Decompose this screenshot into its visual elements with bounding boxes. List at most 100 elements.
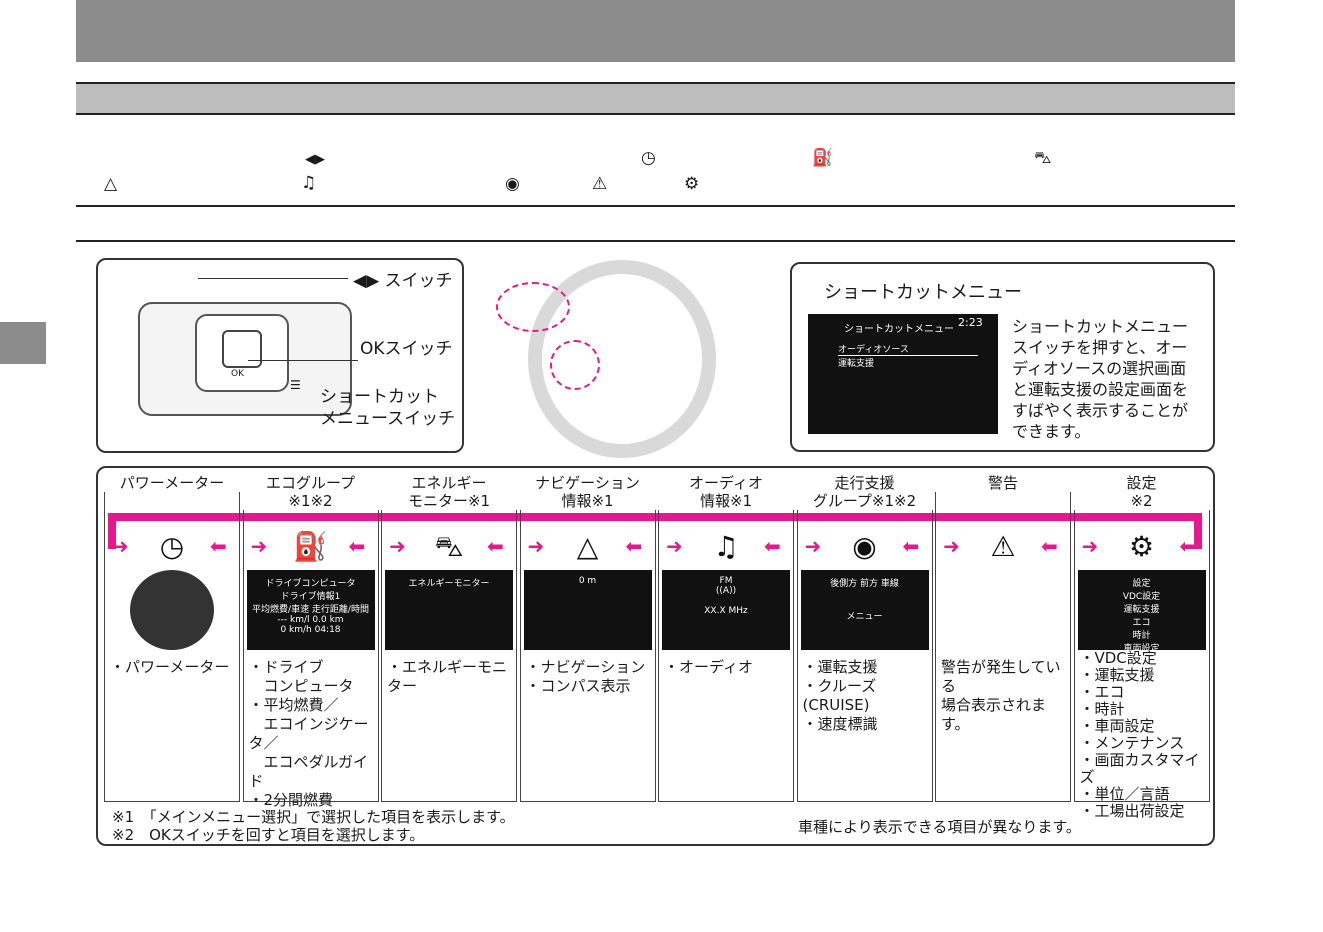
- column-description: ・ナビゲーション ・コンパス表示: [525, 658, 646, 695]
- switch-highlight: [550, 340, 600, 390]
- column-icon: △: [576, 530, 599, 563]
- column-heading: 走行支援グループ※1※2: [796, 474, 933, 510]
- column-heading-line-2: ※1※2: [288, 492, 333, 510]
- steering-switch-cluster: OK ☰: [138, 302, 352, 416]
- column-heading: エコグループ※1※2: [242, 474, 379, 510]
- side-tab: [0, 322, 46, 364]
- power-meter-icon: ◷: [641, 148, 656, 168]
- column-icon: ◷: [159, 530, 185, 563]
- column-heading-line-2: モニター※1: [407, 492, 491, 510]
- steering-wheel-illustration: [478, 250, 778, 458]
- column-icon: ⛍: [434, 530, 464, 563]
- arrow-right-icon: ➜: [1081, 534, 1099, 558]
- footnote-1: ※1 「メインメニュー選択」で選択した項目を表示します。: [112, 808, 515, 826]
- arrow-right-icon: ➜: [250, 534, 268, 558]
- lr-switch-label: ◀▶ スイッチ: [353, 271, 453, 291]
- ok-switch-label: OKスイッチ: [360, 339, 453, 359]
- column-heading-line-2: 情報※1: [699, 492, 753, 510]
- divider: [76, 205, 1235, 207]
- column-screen: 0 m: [523, 570, 652, 650]
- section-header-bar: [76, 82, 1235, 115]
- shortcut-switch-label-2: メニュースイッチ: [320, 409, 456, 429]
- shortcut-menu-switch-icon[interactable]: ☰: [290, 378, 301, 392]
- leader-line: [248, 360, 358, 361]
- column-heading: パワーメーター: [104, 474, 240, 492]
- column-heading-line-1: パワーメーター: [119, 474, 225, 492]
- column-screen: ドライブコンピュータ ドライブ情報1 平均燃費/車速 走行距離/時間 --- k…: [246, 570, 375, 650]
- column-heading-line-1: エコグループ: [265, 474, 356, 492]
- column-heading: エネルギーモニター※1: [381, 474, 517, 510]
- warning-icon: ⚠: [592, 174, 608, 194]
- column-heading-line-2: 情報※1: [561, 492, 614, 510]
- column-screen: 後側方 前方 車線 メニュー: [800, 570, 929, 650]
- shortcut-description: ショートカットメニュー スイッチを押すと、オー ディオソースの選択画面 と運転支…: [1012, 317, 1189, 441]
- column-icon: ⚠: [990, 530, 1016, 563]
- arrow-left-icon: ⬅: [625, 534, 643, 558]
- column-screen: 設定 VDC設定 運転支援 エコ 時計 車両設定 メンテナンス: [1077, 570, 1206, 650]
- arrow-left-icon: ⬅: [764, 534, 781, 558]
- column-heading-line-1: ナビゲーション: [535, 474, 640, 492]
- column-heading: 警告: [935, 474, 1071, 492]
- column-heading-line-1: エネルギー: [411, 474, 487, 492]
- column-heading: 設定※2: [1073, 474, 1210, 510]
- leader-line: [198, 278, 348, 279]
- arrow-right-icon: ➜: [389, 534, 406, 558]
- column-heading-line-1: オーディオ: [689, 474, 763, 492]
- column-screen: エネルギーモニター: [385, 570, 513, 650]
- arrow-left-icon: ⬅: [348, 534, 366, 558]
- footnote-right: 車種により表示できる項目が異なります。: [798, 818, 1081, 836]
- screen-item: 運転支援: [838, 359, 875, 369]
- arrow-left-icon: ⬅: [902, 534, 920, 558]
- column-heading: ナビゲーション情報※1: [519, 474, 656, 510]
- shortcut-menu-title: ショートカットメニュー: [824, 282, 1022, 303]
- column-description: 警告が発生している 場合表示されます。: [941, 658, 1061, 733]
- screen-title: ショートカットメニュー: [844, 324, 954, 335]
- arrow-right-icon: ➜: [943, 534, 960, 558]
- eco-icon: ⛽: [812, 148, 834, 168]
- shortcut-menu-panel: ショートカットメニュー ショートカットメニュー 2:23 オーディオソース 運転…: [790, 262, 1215, 452]
- column-screen: FM ((A)) XX.X MHz: [662, 570, 790, 650]
- navigation-icon: △: [104, 174, 118, 194]
- column-heading-line-1: 設定: [1126, 474, 1157, 492]
- column-heading-line-1: 走行支援: [834, 474, 895, 492]
- display-highlight: [496, 282, 570, 332]
- arrow-left-icon: ⬅: [210, 534, 227, 558]
- lr-switch-icon: ◀▶: [305, 152, 325, 167]
- audio-icon: ♫: [301, 173, 317, 193]
- column-icon: ⚙: [1128, 530, 1155, 563]
- column-icon: ⛽: [293, 530, 328, 563]
- column-description: ・運転支援 ・クルーズ (CRUISE) ・速度標識: [802, 658, 878, 733]
- column-description: ・パワーメーター: [110, 658, 230, 676]
- ok-switch[interactable]: [222, 330, 262, 368]
- column-icon: ◉: [852, 530, 877, 563]
- column-description: ・ドライブ コンピュータ ・平均燃費／ エコインジケータ／ エコペダルガイド ・…: [248, 658, 369, 809]
- footnote-2: ※2 OKスイッチを回すと項目を選択します。: [112, 826, 425, 844]
- screen-time: 2:23: [958, 316, 983, 329]
- ok-switch-housing: OK: [195, 314, 289, 392]
- page-header-bar: [76, 0, 1235, 62]
- arrow-right-icon: ➜: [527, 534, 545, 558]
- column-icon: ♫: [713, 530, 739, 563]
- arrow-right-icon: ➜: [666, 534, 683, 558]
- column-heading-line-2: ※2: [1130, 492, 1153, 510]
- column-description: ・エネルギーモニター: [387, 658, 508, 695]
- column-description: ・オーディオ: [664, 658, 753, 676]
- switch-panel: OK ☰ ◀▶ スイッチ OKスイッチ ショートカット メニュースイッチ: [96, 258, 464, 453]
- shortcut-switch-label-1: ショートカット: [320, 387, 439, 407]
- arrow-right-icon: ➜: [112, 534, 129, 558]
- shortcut-screen: ショートカットメニュー 2:23 オーディオソース 運転支援: [808, 314, 998, 434]
- arrow-left-icon: ⬅: [1041, 534, 1058, 558]
- arrow-left-icon: ⬅: [1179, 534, 1197, 558]
- column-screen: [130, 570, 214, 650]
- column-heading: オーディオ情報※1: [658, 474, 794, 510]
- arrow-right-icon: ➜: [804, 534, 822, 558]
- ok-button-label: OK: [231, 369, 244, 379]
- column-heading-line-2: グループ※1※2: [812, 492, 917, 510]
- cycle-bar-left: [108, 513, 116, 549]
- cycle-bar-right: [1194, 513, 1202, 549]
- settings-icon: ⚙: [684, 174, 700, 194]
- screen-item: オーディオソース: [838, 342, 978, 356]
- column-description: ・VDC設定 ・運転支援 ・エコ ・時計 ・車両設定 ・メンテナンス ・画面カス…: [1079, 649, 1200, 820]
- driving-assist-icon: ◉: [505, 174, 520, 194]
- car-icon: ⛍: [1034, 148, 1052, 168]
